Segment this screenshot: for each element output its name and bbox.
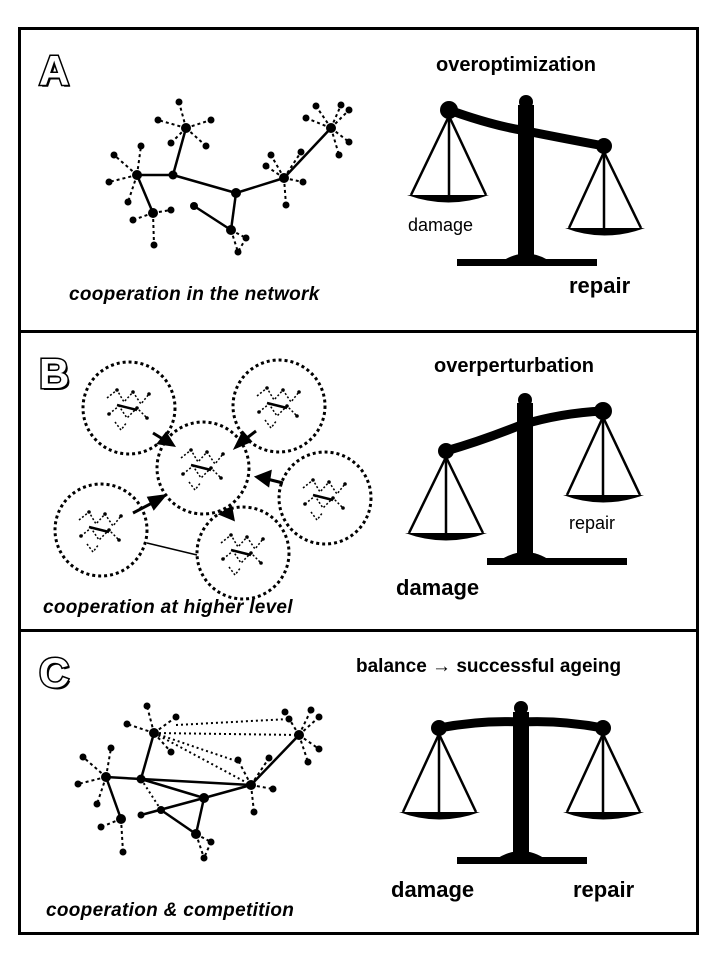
panel-b: B overperturbation [18,330,699,632]
panel-b-scale [405,393,644,565]
panel-c-repair-label: repair [573,877,635,902]
panel-c: C balance → successful ageing [18,629,699,935]
panel-a-scale [407,95,645,266]
panel-a-damage-label: damage [408,215,474,235]
panel-b-caption: cooperation at higher level [43,597,293,618]
panel-b-title: overperturbation [434,355,595,377]
panel-a-network [105,98,353,256]
panel-c-damage-label: damage [391,877,475,902]
panel-b-repair-label: repair [569,513,616,533]
panel-c-scale [399,701,644,864]
panel-a-letter: A [37,47,70,94]
panel-a-repair-label: repair [569,273,631,298]
panel-b-damage-label: damage [396,575,480,600]
panel-c-caption: cooperation & competition [46,900,295,921]
panel-b-letter: B [37,350,70,397]
panel-a: A overoptimization [18,27,699,333]
panel-a-title: overoptimization [436,54,597,76]
panel-c-title: balance → successful ageing [356,656,622,677]
panel-c-letter: C [37,649,70,696]
panel-b-modules [53,358,373,601]
panel-a-caption: cooperation in the network [69,284,320,305]
panel-c-network [74,702,323,862]
